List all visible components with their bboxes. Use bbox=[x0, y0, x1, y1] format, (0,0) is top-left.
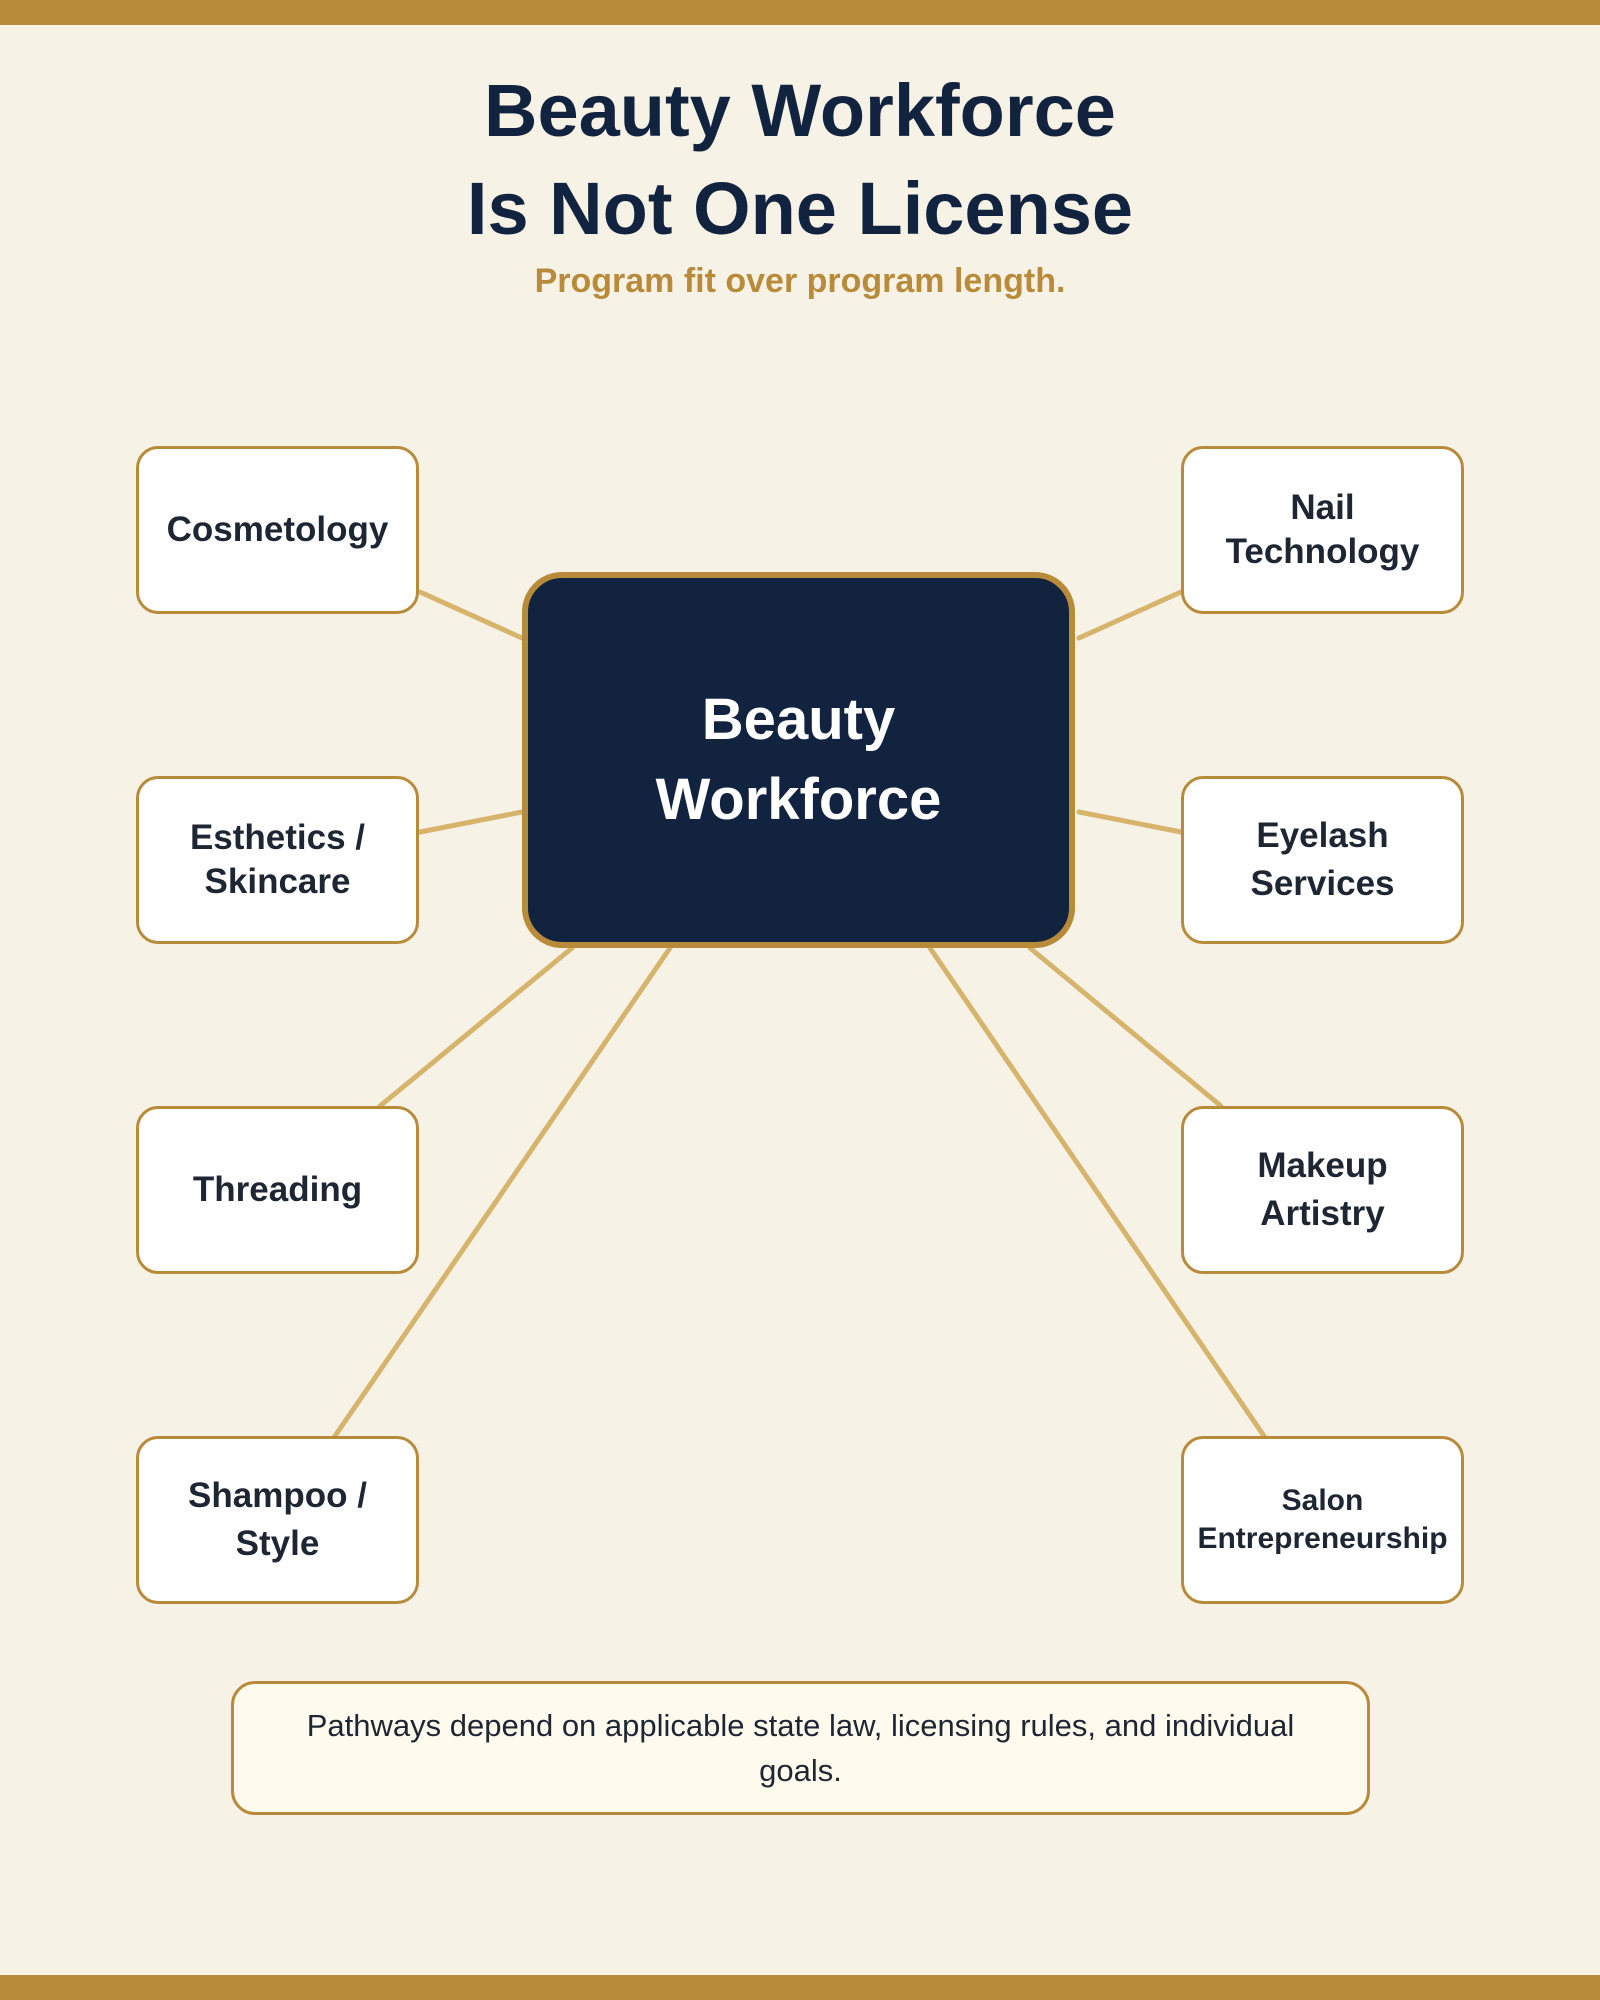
page-title: Beauty Workforce Is Not One License bbox=[0, 62, 1600, 258]
pathway-node-makeup-artistry: Makeup Artistry bbox=[1181, 1106, 1464, 1274]
footer-note-box: Pathways depend on applicable state law,… bbox=[231, 1681, 1370, 1815]
connector-shampoo bbox=[332, 945, 673, 1439]
connector-threading bbox=[377, 945, 575, 1109]
pathway-label: Cosmetology bbox=[166, 510, 389, 549]
pathway-label: Makeup Artistry bbox=[1257, 1146, 1388, 1233]
connector-makeup bbox=[1027, 945, 1224, 1109]
hub-node: Beauty Workforce bbox=[522, 572, 1075, 948]
pathway-node-nail-technology: Nail Technology bbox=[1181, 446, 1464, 614]
connector-nail bbox=[1076, 589, 1184, 641]
bottom-accent-bar bbox=[0, 1975, 1600, 2000]
connector-esthetics bbox=[417, 809, 525, 835]
footer-note-text: Pathways depend on applicable state law,… bbox=[306, 1708, 1295, 1788]
pathway-label: Salon Entrepreneurship bbox=[1197, 1484, 1448, 1555]
pathway-label: Threading bbox=[192, 1170, 363, 1209]
pathway-node-salon-entrepreneurship: Salon Entrepreneurship bbox=[1181, 1436, 1464, 1604]
top-accent-bar bbox=[0, 0, 1600, 25]
pathway-label: Shampoo / Style bbox=[188, 1476, 367, 1563]
page-title-line-2: Is Not One License bbox=[466, 167, 1134, 250]
page-title-line-1: Beauty Workforce bbox=[484, 69, 1116, 152]
pathway-label: Eyelash Services bbox=[1250, 816, 1395, 903]
page-subtitle: Program fit over program length. bbox=[534, 262, 1066, 300]
pathway-node-eyelash-services: Eyelash Services bbox=[1181, 776, 1464, 944]
pathway-node-esthetics: Esthetics / Skincare bbox=[136, 776, 419, 944]
pathway-label: Nail Technology bbox=[1225, 488, 1420, 571]
connector-salon bbox=[927, 945, 1267, 1439]
pathway-node-shampoo-style: Shampoo / Style bbox=[136, 1436, 419, 1604]
connector-eyelash bbox=[1076, 809, 1184, 835]
pathway-label: Esthetics / Skincare bbox=[189, 818, 366, 901]
pathway-node-threading: Threading bbox=[136, 1106, 419, 1274]
pathway-node-cosmetology: Cosmetology bbox=[136, 446, 419, 614]
connector-cosmetology bbox=[417, 589, 525, 641]
hub-label: Beauty Workforce bbox=[655, 687, 942, 832]
